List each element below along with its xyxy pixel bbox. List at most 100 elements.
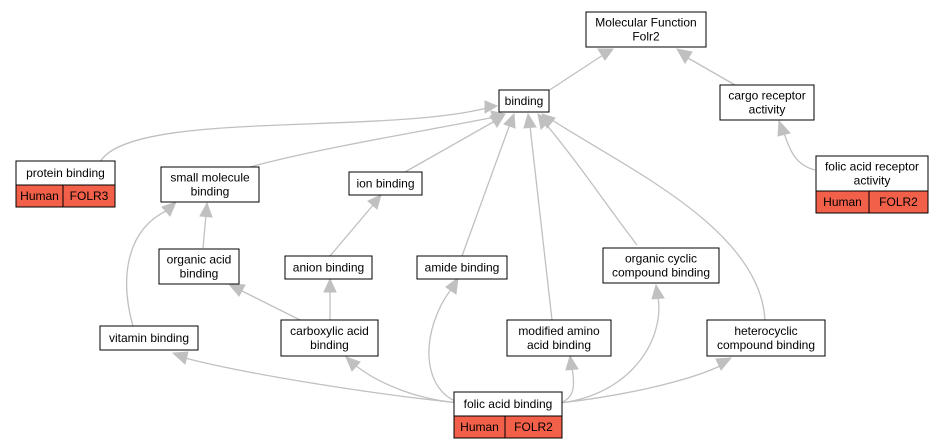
node-box (158, 248, 240, 285)
node-label: binding (310, 338, 349, 352)
arrowhead-icon (199, 201, 213, 218)
arrowhead-icon (161, 201, 177, 217)
node-box (498, 89, 550, 113)
node-label: heterocyclic (734, 324, 797, 338)
edge-small-molecule-to-binding (249, 116, 496, 168)
annotation-gene: FOLR3 (70, 189, 109, 203)
edge-modified-amino-to-binding (529, 125, 553, 321)
edge-vitamin-to-small-molecule (126, 209, 169, 327)
node-label: ion binding (356, 177, 414, 191)
edge-heterocyclic-to-binding (551, 119, 766, 321)
node-label: binding (180, 267, 219, 281)
edge-folic-to-modified-amino (559, 367, 575, 404)
edge-folic-receptor-to-cargo (783, 132, 816, 171)
annotation-species: Human (460, 420, 499, 434)
arrowhead-icon (503, 112, 516, 129)
node-box (602, 247, 720, 284)
node-label: organic cyclic (625, 252, 697, 266)
node-label: binding (505, 94, 544, 108)
node-box (99, 325, 199, 351)
node-label: activity (854, 174, 891, 188)
node-label: organic acid (167, 253, 232, 267)
edge-amide-to-binding (461, 123, 511, 257)
node-label: cargo receptor (728, 89, 805, 103)
edge-organic-acid-to-small-molecule (202, 214, 207, 249)
arrowhead-icon (777, 119, 791, 137)
arrowhead-icon (171, 351, 189, 365)
node-box (160, 166, 260, 203)
arrowhead-icon (367, 194, 382, 210)
arrowhead-icon (445, 276, 459, 295)
node-box (815, 155, 929, 192)
node-box (15, 160, 116, 186)
go-term-node-amide[interactable]: amide binding (416, 255, 508, 280)
edge-folic-to-heterocyclic (559, 365, 721, 404)
annotation-cell (62, 184, 116, 208)
node-label: protein binding (26, 166, 105, 180)
arrowhead-icon (489, 113, 506, 128)
edges (99, 48, 816, 404)
edge-folic-to-amide (428, 287, 461, 404)
node-label: acid binding (527, 338, 591, 352)
node-box (719, 84, 815, 121)
edge-folic-to-organic-cyclic (559, 296, 660, 404)
edge-binding-to-molecular-function (544, 54, 604, 94)
edge-anion-to-ion (329, 203, 375, 257)
node-box (284, 255, 373, 280)
edge-organic-cyclic-to-binding (544, 122, 638, 246)
arrowhead-icon (651, 283, 665, 300)
node-box (585, 11, 707, 48)
arrowhead-icon (676, 48, 693, 64)
edge-folic-to-vitamin (184, 357, 461, 404)
node-box (506, 319, 612, 357)
go-term-node-ion[interactable]: ion binding (348, 171, 423, 196)
go-term-node-anion[interactable]: anion binding (284, 255, 373, 280)
node-label: small molecule (170, 171, 250, 185)
edge-protein-binding-to-binding (99, 107, 488, 163)
node-box (706, 319, 826, 357)
arrowhead-icon (541, 113, 556, 130)
node-box (280, 319, 379, 357)
node-label: folic acid binding (464, 397, 553, 411)
arrowhead-icon (323, 277, 337, 293)
node-label: compound binding (612, 266, 710, 280)
arrowhead-icon (345, 356, 361, 372)
go-term-node-binding[interactable]: binding (498, 89, 550, 113)
annotation-species: Human (823, 195, 862, 209)
arrowhead-icon (227, 283, 246, 297)
edge-ion-binding-to-binding (404, 120, 496, 173)
edge-folic-to-carboxylic (354, 364, 461, 404)
edge-carboxylic-to-organic-acid (239, 289, 301, 321)
node-label: binding (191, 185, 230, 199)
annotation-cell (868, 190, 929, 214)
node-label: folic acid receptor (825, 160, 919, 174)
node-label: carboxylic acid (290, 324, 369, 338)
annotation-cell (504, 415, 563, 439)
node-label: modified amino (518, 324, 600, 338)
annotation-gene: FOLR2 (879, 195, 918, 209)
node-box (416, 255, 508, 280)
go-term-node-vitamin[interactable]: vitamin binding (99, 325, 199, 351)
node-label: Folr2 (632, 30, 660, 44)
node-box (348, 171, 423, 196)
arrowhead-icon (565, 354, 579, 371)
arrowhead-icon (523, 112, 537, 129)
node-label: amide binding (425, 261, 500, 275)
node-label: anion binding (293, 261, 364, 275)
node-label: compound binding (717, 338, 815, 352)
arrowhead-icon (484, 100, 499, 114)
node-label: activity (749, 103, 786, 117)
